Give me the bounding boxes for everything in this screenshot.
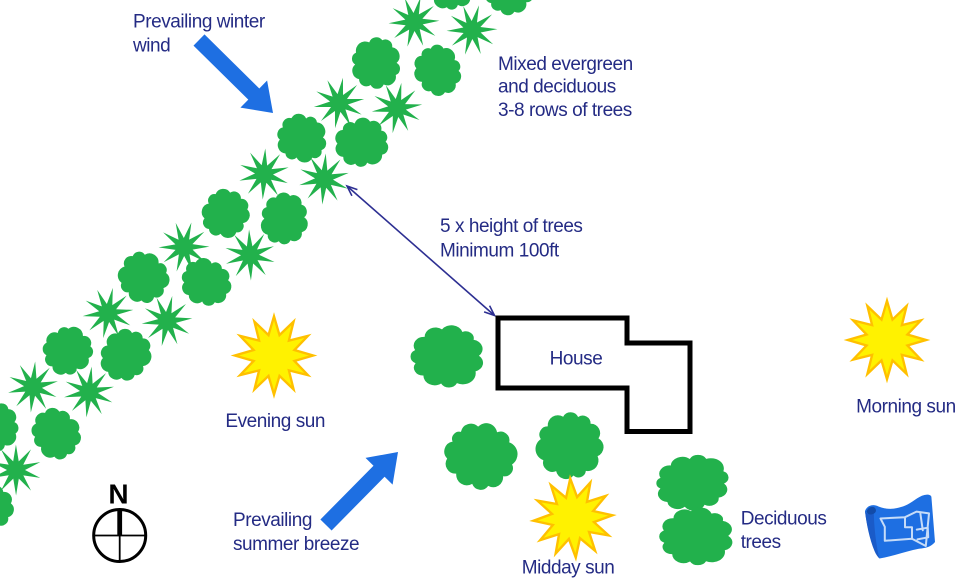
svg-text:Prevailing winter: Prevailing winter xyxy=(133,12,266,33)
svg-text:Morning sun: Morning sun xyxy=(856,397,956,418)
svg-text:Deciduous: Deciduous xyxy=(741,509,827,530)
svg-text:wind: wind xyxy=(132,36,170,57)
svg-text:Midday sun: Midday sun xyxy=(522,557,615,578)
svg-text:trees: trees xyxy=(741,532,781,553)
svg-text:N: N xyxy=(108,479,128,510)
svg-text:3-8 rows of trees: 3-8 rows of trees xyxy=(498,100,632,121)
svg-text:Prevailing: Prevailing xyxy=(233,510,312,531)
svg-text:summer breeze: summer breeze xyxy=(233,534,359,555)
svg-text:Minimum 100ft: Minimum 100ft xyxy=(440,241,560,262)
svg-text:Mixed evergreen: Mixed evergreen xyxy=(498,54,633,75)
svg-text:and deciduous: and deciduous xyxy=(498,77,616,98)
svg-text:House: House xyxy=(550,348,603,369)
svg-text:5 x height of trees: 5 x height of trees xyxy=(440,216,583,237)
svg-text:Evening sun: Evening sun xyxy=(225,411,325,432)
